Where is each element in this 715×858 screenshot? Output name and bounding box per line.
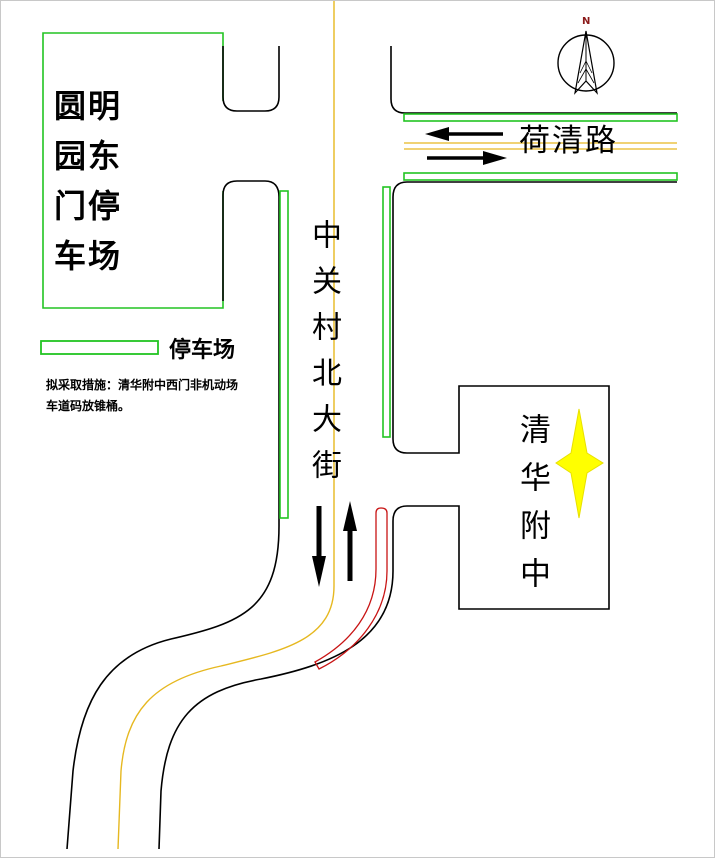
parking-strip-main-west [279, 190, 289, 519]
school-label: 清华附中 [514, 413, 550, 605]
measures-note-line: 拟采取措施：清华附中西门非机动场 [46, 378, 239, 392]
northbound-arrow [343, 501, 357, 581]
main-street-label: 中关村北大街 [306, 219, 341, 495]
eastbound-arrow [427, 151, 507, 165]
compass-north-label: N [582, 16, 591, 27]
school-star-icon [555, 408, 604, 519]
side-road-label: 荷清路 [519, 123, 618, 159]
road-edge-north-east [390, 46, 677, 114]
parking-lot-label-line: 园东 [54, 137, 123, 175]
cone-lane [314, 507, 388, 670]
parking-lot-label-line: 车场 [54, 237, 123, 275]
road-edge-east [158, 181, 677, 850]
road-edge-west [66, 180, 280, 850]
legend-parking-swatch [40, 340, 159, 355]
measures-note: 拟采取措施：清华附中西门非机动场 车道码放锥桶。 [46, 375, 238, 417]
parking-strip-main-east [382, 186, 391, 438]
legend-parking-label: 停车场 [169, 338, 236, 363]
parking-lot-label-line: 门停 [54, 187, 123, 225]
parking-lot-label-line: 圆明 [54, 87, 123, 125]
road-edge-north-west [222, 46, 280, 112]
main-street-center-line [117, 1, 335, 850]
westbound-arrow [425, 127, 503, 141]
parking-strip-side-road-north [403, 113, 678, 122]
north-compass-icon [557, 30, 615, 95]
parking-strip-side-road-south [403, 172, 678, 181]
measures-note-line: 车道码放锥桶。 [46, 399, 131, 413]
parking-lot-label: 圆明 园东 门停 车场 [54, 81, 122, 281]
southbound-arrow [312, 506, 326, 587]
